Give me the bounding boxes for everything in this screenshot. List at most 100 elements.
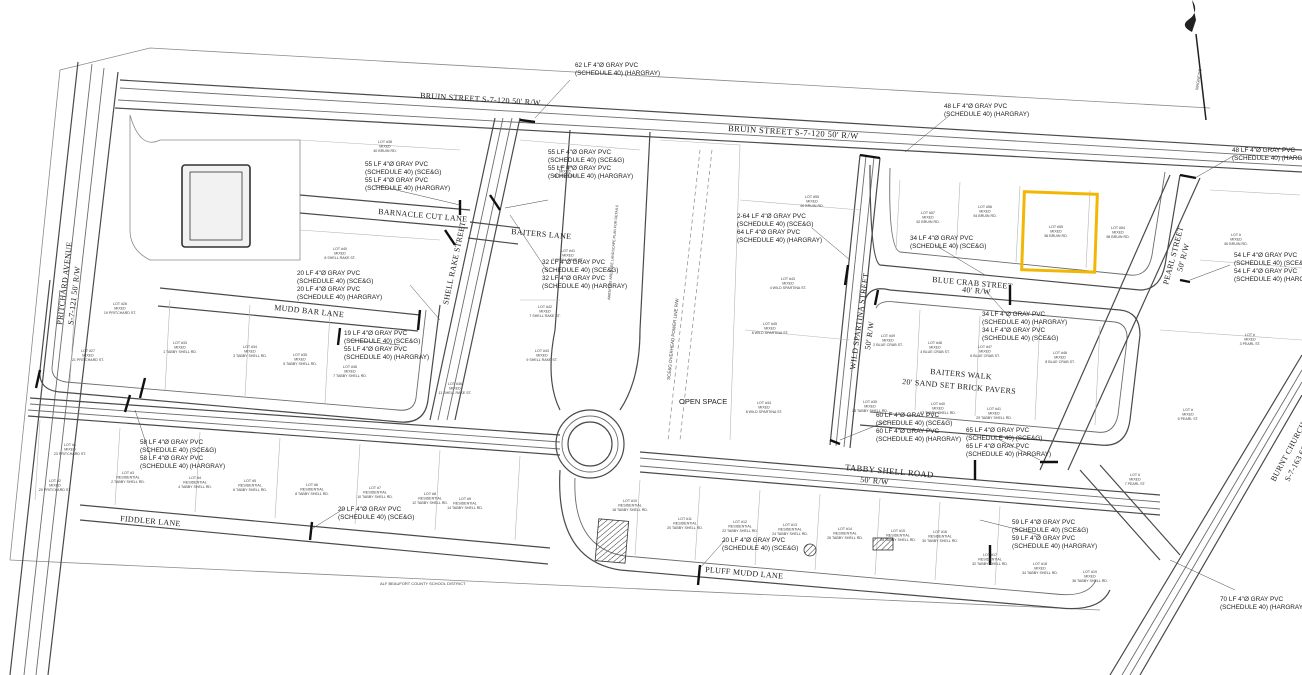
- lot-label: 25 TABBY SHELL RD.: [852, 409, 888, 413]
- utility-note-line: 60 LF 4"Ø GRAY PVC: [876, 412, 940, 419]
- lot-label: LOT #2: [49, 479, 61, 483]
- lot-label: LOT #55: [805, 195, 819, 199]
- lot-label: RESIDENTIAL: [238, 483, 262, 487]
- lot-label: 9 SHELL RAKE ST.: [526, 358, 557, 362]
- utility-note-line: 32 LF 4"Ø GRAY PVC: [542, 275, 606, 282]
- lot-label: 36 TABBY SHELL RD.: [1072, 579, 1108, 583]
- lot-label: LOT #56: [978, 205, 992, 209]
- roundabout: [555, 409, 625, 479]
- lot-label: 7 SHELL RAKE ST.: [529, 314, 560, 318]
- lot-label: LOT #36: [343, 365, 357, 369]
- roundabout-island: [567, 421, 613, 467]
- lot-label: LOT #12: [733, 520, 747, 524]
- lot-label: 27 TABBY SHELL RD.: [920, 411, 956, 415]
- utility-note-line: (SCHEDULE 40) (HARGRAY): [737, 237, 822, 244]
- lot-label: MIXED: [1054, 355, 1066, 359]
- lot-label: 14 TABBY SHELL RD.: [447, 506, 483, 510]
- utility-note-line: (SCHEDULE 40) (HARGRAY): [344, 354, 429, 361]
- lot-label: RESIDENTIAL: [418, 496, 442, 500]
- lot-label: 11 SHELL RAKE ST.: [439, 391, 472, 395]
- utility-note-line: (SCHEDULE 40) (HARGRAY): [542, 283, 627, 290]
- amenity-circle: [803, 543, 817, 557]
- utility-note-line: 19 LF 4"Ø GRAY PVC: [344, 330, 408, 337]
- utility-note-line: (SCHEDULE 40) (HARGRAY): [1234, 276, 1302, 283]
- lot-label: MIXED: [1129, 477, 1141, 481]
- lot-label: LOT #42: [538, 305, 552, 309]
- lot-label: MIXED: [379, 144, 391, 148]
- lot-label: LOT #16: [933, 530, 947, 534]
- lot-label: LOT #47: [978, 345, 992, 349]
- utility-note-line: 62 LF 4"Ø GRAY PVC: [575, 62, 639, 69]
- open-space-label: OPEN SPACE: [679, 397, 727, 406]
- lot-label: RESIDENTIAL: [886, 533, 910, 537]
- lot-label: 22 TABBY SHELL RD.: [722, 529, 758, 533]
- utility-note-line: 55 LF 4"Ø GRAY PVC: [548, 165, 612, 172]
- lot-label: LOT #57: [921, 211, 935, 215]
- utility-note-line: (SCHEDULE 40) (HARGRAY): [140, 463, 225, 470]
- lot-label: 18 TABBY SHELL RD.: [612, 508, 648, 512]
- lot-label: LOT #10: [623, 499, 637, 503]
- lot-label: 3 PEARL ST.: [1240, 342, 1261, 346]
- lot-label: 4 BLUE CRAB ST.: [920, 350, 950, 354]
- lot-label: MIXED: [344, 369, 356, 373]
- lot-label: 40 BRUIN RD.: [373, 149, 396, 153]
- utility-note-line: (SCHEDULE 40) (SCE&G): [722, 545, 798, 552]
- lot-label: MIXED: [979, 209, 991, 213]
- lot-label: 6 TABBY SHELL RD.: [233, 488, 267, 492]
- mudd-bar-lane: [157, 287, 421, 332]
- lot-label: 23 PRITCHARD ST.: [54, 452, 86, 456]
- lot-label: 5 SHELL RAKE ST.: [552, 258, 583, 262]
- utility-note-line: 59 LF 4"Ø GRAY PVC: [1012, 535, 1076, 542]
- utility-note-line: (SCHEDULE 40) (SCE&G): [982, 335, 1058, 342]
- utility-note-line: 58 LF 4"Ø GRAY PVC: [140, 439, 204, 446]
- utility-note-line: 55 LF 4"Ø GRAY PVC: [365, 161, 429, 168]
- utility-note-line: (SCHEDULE 40) (SCE&G): [548, 157, 624, 164]
- utility-note-line: 20 LF 4"Ø GRAY PVC: [722, 537, 786, 544]
- utility-note-line: 60 LF 4"Ø GRAY PVC: [876, 428, 940, 435]
- lot-label: MIXED: [932, 406, 944, 410]
- baiters-walk-sub: 20' SAND SET BRICK PAVERS: [902, 377, 1017, 396]
- utility-note-line: (SCHEDULE 40) (SCE&G): [910, 243, 986, 250]
- left-loop-road: [39, 279, 441, 423]
- highlighted-lot[interactable]: [1020, 190, 1099, 274]
- magnetic-label: MAGNETIC: [1194, 68, 1203, 90]
- lot-label: LOT #: [1231, 233, 1241, 237]
- lot-label: 10 TABBY SHELL RD.: [357, 495, 393, 499]
- lot-label: MIXED: [49, 483, 61, 487]
- tabby-shell-road: [27, 415, 1161, 516]
- utility-note-line: (SCHEDULE 40) (SCE&G): [966, 435, 1042, 442]
- baiters-walk-label: BAITERS WALK: [930, 367, 992, 381]
- lot-label: 2 TABBY SHELL RD.: [111, 480, 145, 484]
- lot-label: MIXED: [539, 309, 551, 313]
- lot-label: MIXED: [764, 326, 776, 330]
- blue-crab-rw: 40' R/W: [962, 285, 991, 296]
- lot-label: 20 PRITCHARD ST.: [39, 488, 71, 492]
- lot-label: LOT #48: [928, 341, 942, 345]
- lot-label: LOT #33: [173, 341, 187, 345]
- existing-building-inner: [189, 171, 243, 241]
- lot-label: 4 TABBY SHELL RD.: [178, 485, 212, 489]
- bruin-street-curb: [117, 87, 1302, 167]
- lot-label: MIXED: [1084, 574, 1096, 578]
- lot-label: LOT #49: [881, 334, 895, 338]
- lot-label: MIXED: [979, 349, 991, 353]
- utility-note-line: (SCHEDULE 40) (SCE&G): [297, 278, 373, 285]
- utility-note-line: 65 LF 4"Ø GRAY PVC: [966, 443, 1030, 450]
- lot-label: 20 TABBY SHELL RD.: [667, 526, 703, 530]
- utility-note-line: (SCHEDULE 40) (HARGRAY): [1012, 543, 1097, 550]
- lot-label: 7 PEARL ST.: [1125, 482, 1146, 486]
- lot-label: MIXED: [1112, 230, 1124, 234]
- lot-label: 60 BRUIN RD.: [1224, 242, 1247, 246]
- lot-label: LOT #44: [757, 401, 771, 405]
- lot-label: 6 BLUE CRAB ST.: [970, 354, 1000, 358]
- east-diagonal-road: [1079, 464, 1181, 561]
- utility-note-line: (SCHEDULE 40) (HARGRAY): [876, 436, 961, 443]
- lot-label: MIXED: [782, 281, 794, 285]
- school-label: ALF BEAUFORT COUNTY SCHOOL DISTRICT: [380, 581, 466, 586]
- lot-label: RESIDENTIAL: [453, 501, 477, 505]
- pluff-mudd-lane: [559, 469, 1111, 610]
- pearl-street: [1039, 174, 1201, 471]
- lot-label: RESIDENTIAL: [978, 557, 1002, 561]
- lot-label: 26 TABBY SHELL RD.: [827, 536, 863, 540]
- lot-label: MIXED: [174, 345, 186, 349]
